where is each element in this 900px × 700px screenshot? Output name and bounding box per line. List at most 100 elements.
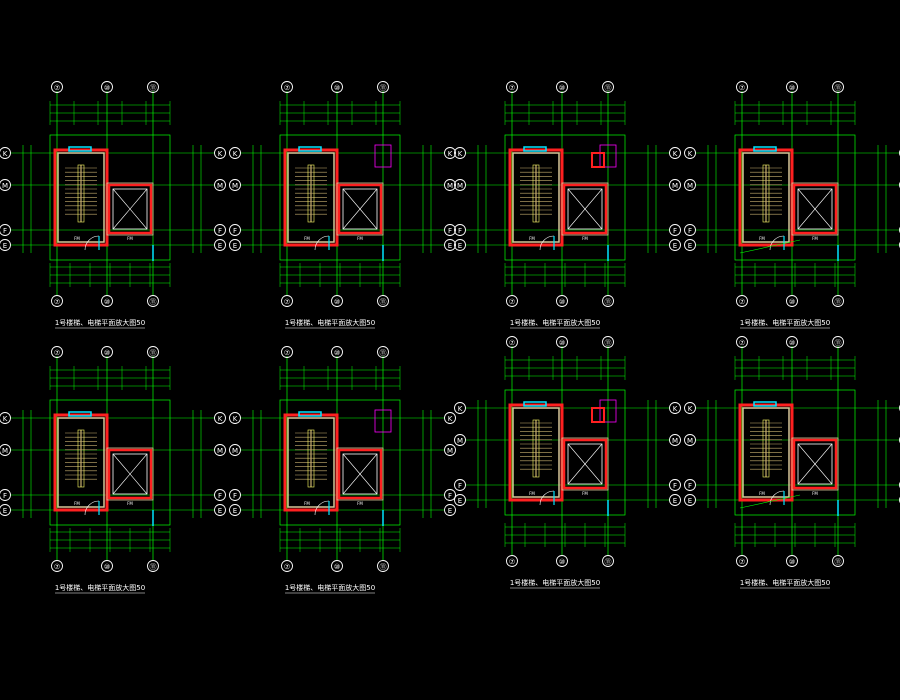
elevator-car [567, 188, 603, 230]
axis-bubble-left-label: F [688, 227, 692, 235]
axis-bubble-right-circle [444, 147, 456, 159]
axis-bubble-top-label: ⑦ [509, 339, 515, 347]
axis-bubble-left-circle [229, 239, 241, 251]
stair-wall-inner [512, 407, 560, 498]
axis-bubble-right-label: E [673, 242, 677, 250]
window [753, 401, 777, 407]
window [298, 146, 322, 152]
vent-shaft [599, 144, 617, 168]
axis-bubble-top-circle [602, 336, 614, 348]
door-swing [539, 235, 555, 251]
elevator-outline [791, 437, 839, 491]
axis-bubble-left-circle [229, 412, 241, 424]
room-tag: FM [812, 491, 818, 496]
elevator-car [112, 188, 148, 230]
diagonal-line [739, 494, 801, 509]
axis-bubble-top-circle [101, 81, 113, 93]
axis-bubble-right-circle [444, 489, 456, 501]
axis-bubble-left-circle [684, 179, 696, 191]
axis-bubble-right-circle [669, 479, 681, 491]
axis-bubble-bottom-label: ⑦ [509, 558, 515, 566]
axis-bubble-right-label: M [217, 447, 223, 455]
axis-bubble-bottom-circle [147, 295, 159, 307]
axis-bubble-top-label: ⑪ [380, 84, 387, 92]
room-tag: FM [759, 491, 765, 496]
axis-bubble-left-circle [454, 239, 466, 251]
room-tag: FM [357, 236, 363, 241]
elevator-wall [562, 438, 608, 490]
elevator-cross [797, 188, 833, 230]
stair-wall-inner [287, 152, 335, 243]
elevator-wall [107, 183, 153, 235]
axis-bubble-left-circle [684, 479, 696, 491]
axis-bubble-left-circle [454, 147, 466, 159]
axis-bubble-top-label: ⑪ [380, 349, 387, 357]
axis-bubble-top-label: ⑩ [104, 84, 110, 92]
outer-frame [504, 389, 626, 516]
axis-bubble-left-label: M [457, 182, 463, 190]
elevator-wall [792, 438, 838, 490]
axis-bubble-bottom-circle [556, 295, 568, 307]
axis-bubble-bottom-circle [331, 560, 343, 572]
axis-bubble-top-circle [602, 81, 614, 93]
stair-wall-inner [57, 417, 105, 508]
window [298, 411, 322, 417]
elevator-cross [567, 443, 603, 485]
axis-bubble-bottom-circle [736, 555, 748, 567]
elevator-cross [342, 453, 378, 495]
axis-bubble-top-circle [51, 346, 63, 358]
axis-bubble-left-label: F [458, 482, 462, 490]
axis-bubble-bottom-label: ⑦ [509, 298, 515, 306]
axis-bubble-top-label: ⑪ [605, 339, 612, 347]
axis-bubble-left-circle [0, 412, 11, 424]
axis-bubble-top-label: ⑪ [835, 84, 842, 92]
axis-bubble-left-circle [0, 224, 11, 236]
axis-bubble-right-label: M [447, 447, 453, 455]
axis-bubble-top-label: ⑦ [739, 84, 745, 92]
axis-bubble-left-circle [684, 434, 696, 446]
elevator-wall [337, 448, 383, 500]
outer-frame [279, 134, 401, 261]
axis-bubble-bottom-label: ⑦ [284, 298, 290, 306]
room-tag: FM [812, 236, 818, 241]
axis-bubble-left-circle [454, 179, 466, 191]
axis-bubble-top-label: ⑦ [509, 84, 515, 92]
axis-bubble-left-label: E [688, 497, 692, 505]
axis-bubble-bottom-circle [602, 295, 614, 307]
axis-bubble-bottom-circle [832, 295, 844, 307]
axis-bubble-bottom-label: ⑩ [789, 558, 795, 566]
axis-bubble-bottom-circle [736, 295, 748, 307]
axis-bubble-top-label: ⑩ [559, 339, 565, 347]
axis-bubble-left-circle [684, 224, 696, 236]
axis-bubble-left-circle [684, 402, 696, 414]
axis-bubble-left-circle [454, 434, 466, 446]
axis-bubble-left-label: E [3, 507, 7, 515]
axis-bubble-left-label: K [688, 405, 693, 413]
stair-well [77, 429, 85, 488]
axis-bubble-bottom-label: ⑩ [334, 298, 340, 306]
axis-bubble-left-label: F [3, 227, 7, 235]
elevator-wall [792, 183, 838, 235]
axis-bubble-top-circle [556, 81, 568, 93]
axis-bubble-top-circle [331, 81, 343, 93]
drawing-title: 1号楼梯、电梯平面放大图50 [740, 578, 830, 587]
room-tag: FM [74, 501, 80, 506]
axis-bubble-bottom-circle [556, 555, 568, 567]
axis-bubble-top-label: ⑩ [789, 339, 795, 347]
axis-bubble-top-label: ⑩ [789, 84, 795, 92]
axis-bubble-bottom-label: ⑪ [150, 298, 157, 306]
axis-bubble-top-circle [832, 336, 844, 348]
axis-bubble-left-circle [0, 239, 11, 251]
axis-bubble-right-circle [444, 444, 456, 456]
axis-bubble-bottom-circle [786, 295, 798, 307]
axis-bubble-top-circle [331, 346, 343, 358]
room-tag: FM [357, 501, 363, 506]
axis-bubble-bottom-label: ⑦ [739, 298, 745, 306]
axis-bubble-right-label: K [673, 150, 678, 158]
axis-bubble-right-label: E [218, 242, 222, 250]
room-tag: FM [759, 236, 765, 241]
axis-bubble-right-circle [444, 239, 456, 251]
elevator-car [112, 453, 148, 495]
stair-well [307, 164, 315, 223]
